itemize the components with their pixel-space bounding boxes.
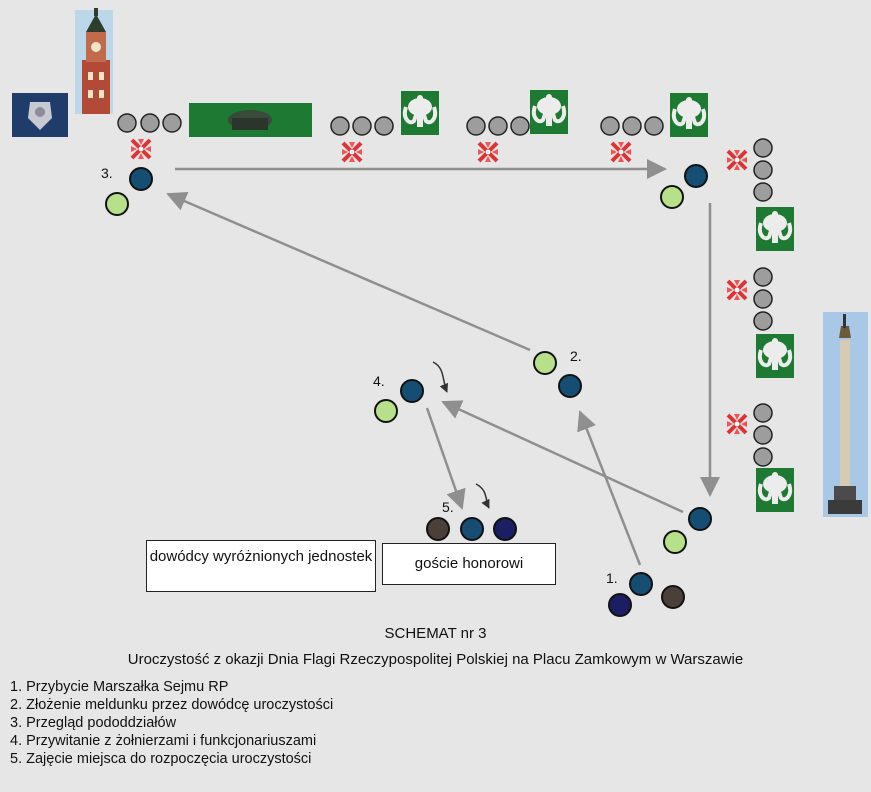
schema-subtitle: Uroczystość z okazji Dnia Flagi Rzeczypo… [127, 651, 744, 668]
honorary-guests-box: goście honorowi [382, 543, 556, 585]
coat-of-arms-icon [12, 93, 68, 137]
schema-title: SCHEMAT nr 3 [384, 625, 487, 642]
turn-arrow-icon [432, 361, 449, 393]
legend-item-3: 3. Przegląd pododdziałów [10, 715, 177, 731]
legend-item-1: 1. Przybycie Marszałka Sejmu RP [10, 679, 229, 695]
arrow-report-to-review [166, 191, 531, 352]
position-1 [608, 572, 685, 617]
eagle-banner-5 [754, 332, 796, 380]
eagle-banner-1 [399, 89, 441, 137]
legend-item-4: 4. Przywitanie z żołnierzami i funkcjona… [10, 733, 317, 749]
step-label-1: 1. [606, 570, 618, 586]
step-label-2: 2. [570, 348, 582, 364]
step-label-3: 3. [101, 165, 113, 181]
cross-flag-icon [476, 140, 500, 164]
cross-flag-icon [129, 137, 153, 161]
cross-flag-icon [725, 148, 749, 172]
soldier-helmet-banner [189, 103, 312, 137]
step-label-4: 4. [373, 373, 385, 389]
turn-arrow-icon [475, 483, 490, 509]
soldier-group-right [753, 138, 773, 467]
position-4 [374, 379, 424, 423]
castle-tower-icon [75, 8, 113, 114]
sigismund-column-icon [823, 312, 868, 517]
commanders-box: dowódcy wyróżnionych jednostek [146, 540, 376, 592]
position-review-end [663, 507, 712, 554]
eagle-banner-6 [754, 466, 796, 514]
cross-flag-icon [725, 412, 749, 436]
cross-flag-icon [725, 278, 749, 302]
eagle-banner-4 [754, 205, 796, 253]
position-5 [426, 517, 517, 541]
eagle-banner-3 [668, 91, 710, 139]
cross-flag-icon [340, 140, 364, 164]
route-arrows [166, 159, 720, 566]
arrow-arrival-to-report [577, 410, 642, 566]
legend-list: 1. Przybycie Marszałka Sejmu RP 2. Złoże… [10, 678, 333, 768]
arrow-greeting [441, 400, 684, 514]
position-review-corner [660, 164, 708, 209]
step-label-5: 5. [442, 499, 454, 515]
legend-item-5: 5. Zajęcie miejsca do rozpoczęcia uroczy… [10, 751, 312, 767]
soldier-group-top [117, 113, 664, 136]
eagle-banner-2 [528, 88, 570, 136]
position-3 [105, 167, 153, 216]
cross-flag-icon [609, 140, 633, 164]
legend-item-2: 2. Złożenie meldunku przez dowódcę urocz… [10, 697, 334, 713]
position-2 [533, 351, 582, 398]
arrow-take-place [425, 407, 466, 510]
